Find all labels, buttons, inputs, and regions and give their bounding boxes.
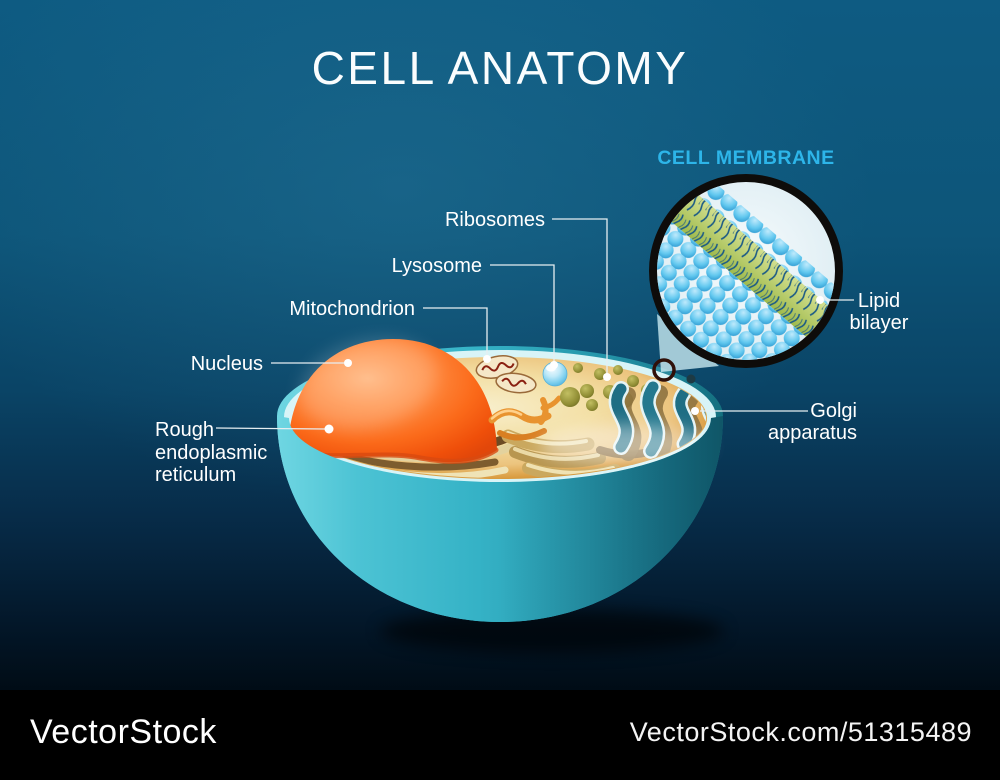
membrane-marker-ring <box>652 358 676 382</box>
label-rough-er: Rough endoplasmic reticulum <box>155 419 334 486</box>
label-mitochondrion: Mitochondrion <box>289 298 491 363</box>
label-ribosomes: Ribosomes <box>445 209 611 381</box>
cytoplasm-highlight <box>540 425 710 465</box>
ribosomes-label: Ribosomes <box>445 209 545 231</box>
vectorstock-url: VectorStock.com/51315489 <box>629 716 972 747</box>
membrane-inset: CELL MEMBRANE <box>649 147 843 382</box>
golgi-label-line2: apparatus <box>768 422 857 444</box>
vectorstock-logo: VectorStock <box>30 712 217 751</box>
lipid-bilayer-label-line2: bilayer <box>850 312 909 334</box>
bowl-front-wall <box>277 416 723 622</box>
cell-membrane-heading: CELL MEMBRANE <box>657 147 834 169</box>
lipid-bilayer-label-line1: Lipid <box>858 290 900 312</box>
nucleus <box>287 338 499 464</box>
page-title: CELL ANATOMY <box>312 42 689 94</box>
nucleus-label: Nucleus <box>191 353 263 375</box>
label-golgi: Golgi apparatus <box>691 400 857 444</box>
lysosome-label: Lysosome <box>392 255 482 277</box>
label-nucleus: Nucleus <box>191 353 352 375</box>
rough-er-label-line1: Rough <box>155 419 214 441</box>
rough-er-label-line2: endoplasmic <box>155 442 267 464</box>
mitochondrion-label: Mitochondrion <box>289 298 415 320</box>
label-lysosome: Lysosome <box>392 255 558 369</box>
smooth-er-tubules <box>488 395 562 441</box>
label-lipid-bilayer: Lipid bilayer <box>816 290 909 334</box>
cell-shadow <box>380 609 724 653</box>
golgi-label-line1: Golgi <box>810 400 857 422</box>
rough-er-label-line3: reticulum <box>155 464 236 486</box>
watermark-bar: VectorStock VectorStock.com/51315489 <box>0 690 1000 780</box>
